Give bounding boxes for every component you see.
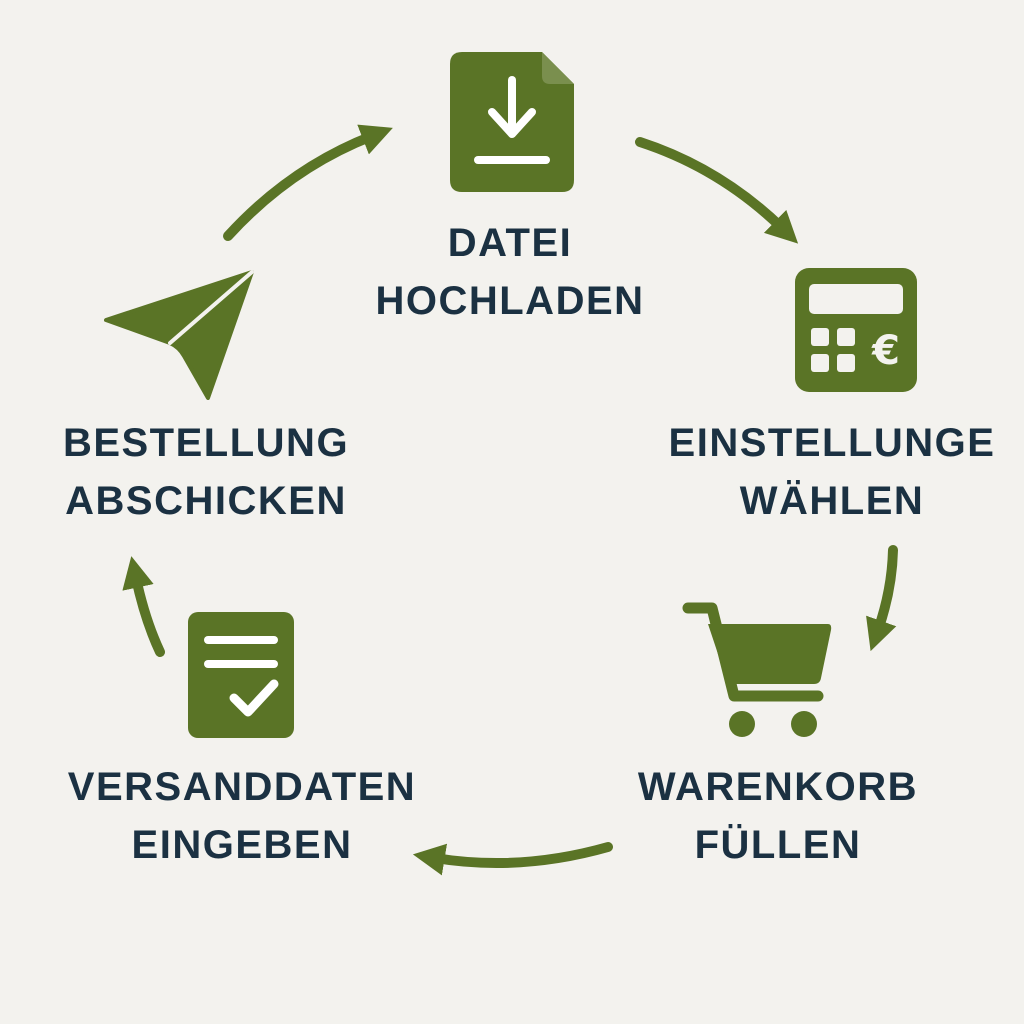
step-label-upload-line1: DATEI xyxy=(447,221,573,265)
step-label-order: BESTELLUNG ABSCHICKEN xyxy=(6,414,406,530)
shopping-cart-icon xyxy=(682,602,832,737)
arrow-shipping-to-order xyxy=(122,556,165,657)
step-label-settings-line1: EINSTELLUNGE xyxy=(668,421,996,465)
arrow-order-to-upload xyxy=(223,124,393,241)
step-label-shipping-line1: VERSANDDATEN xyxy=(67,765,417,809)
calculator-euro-icon: € xyxy=(795,268,917,392)
step-label-settings-line2: WÄHLEN xyxy=(739,479,925,523)
step-label-cart-line2: FÜLLEN xyxy=(694,823,862,867)
step-label-order-line2: ABSCHICKEN xyxy=(65,479,347,523)
document-check-icon xyxy=(188,612,294,738)
paper-plane-icon xyxy=(104,270,254,400)
step-label-upload-line2: HOCHLADEN xyxy=(375,279,645,323)
step-label-shipping-line2: EINGEBEN xyxy=(131,823,353,867)
step-label-cart-line1: WARENKORB xyxy=(637,765,919,809)
step-label-upload: DATEI HOCHLADEN xyxy=(310,214,710,330)
step-label-shipping: VERSANDDATEN EINGEBEN xyxy=(42,758,442,874)
arrow-upload-to-settings xyxy=(635,137,799,244)
step-label-settings: EINSTELLUNGE WÄHLEN xyxy=(632,414,1024,530)
file-download-icon xyxy=(450,52,574,192)
calculator-euro-symbol: € xyxy=(871,328,900,374)
arrow-settings-to-cart xyxy=(866,545,898,652)
step-label-cart: WARENKORB FÜLLEN xyxy=(578,758,978,874)
step-label-order-line1: BESTELLUNG xyxy=(62,421,350,465)
arrow-cart-to-shipping xyxy=(412,842,613,876)
